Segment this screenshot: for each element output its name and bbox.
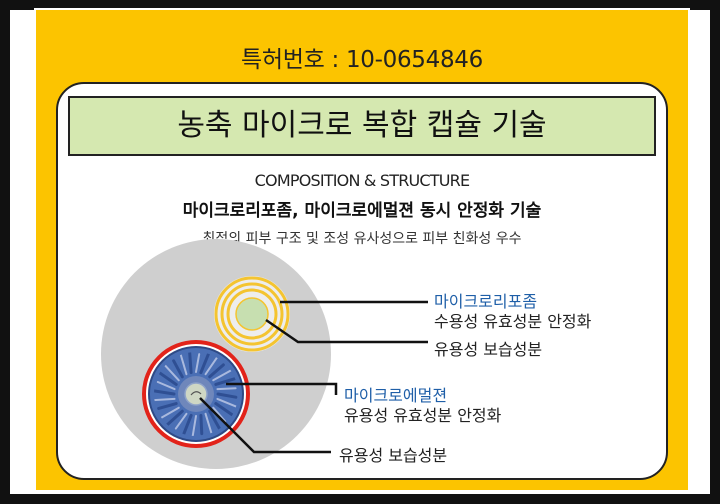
microliposome: [214, 276, 290, 352]
liposome-core: [235, 297, 269, 331]
emulsion-name: 마이크로에멀젼: [344, 386, 448, 405]
emulsion-core-callout-line: [199, 397, 331, 454]
emulsion-texture-stroke: [212, 406, 227, 423]
emulsion-texture-stroke: [172, 359, 184, 379]
emulsion-texture-stroke: [157, 370, 178, 386]
emulsion-texture-stroke: [204, 412, 214, 436]
emulsion-texture-stroke: [212, 368, 233, 382]
emulsion-texture-stroke: [204, 353, 221, 376]
liposome-name: 마이크로리포좀: [434, 292, 538, 311]
emulsion-texture-stroke: [199, 413, 204, 436]
emulsion-core-label: 유용성 보습성분: [339, 446, 448, 465]
emulsion-texture-stroke: [216, 387, 237, 391]
liposome-core-callout-line: [265, 318, 428, 344]
emulsion-texture-stroke: [156, 381, 176, 391]
emulsion-texture: [154, 352, 238, 436]
emulsion-texture-stroke: [187, 352, 193, 375]
emulsion-texture-stroke: [180, 413, 193, 436]
content-card: 농축 마이크로 복합 캡슐 기술 COMPOSITION & STRUCTURE…: [56, 82, 668, 480]
emulsion-texture-stroke: [199, 352, 211, 375]
banner-title: 농축 마이크로 복합 캡슐 기술: [177, 108, 547, 143]
emulsion-texture-stroke: [157, 402, 178, 410]
emulsion-texture-stroke: [154, 388, 176, 396]
emulsion-texture-stroke: [165, 409, 184, 427]
emulsion-texture-stroke: [195, 353, 201, 373]
yellow-panel: 특허번호 : 10-0654846 농축 마이크로 복합 캡슐 기술 COMPO…: [34, 8, 690, 492]
emulsion-texture-stroke: [156, 406, 180, 421]
emulsion-texture-stroke: [179, 352, 188, 376]
liposome-description: 수용성 유효성분 안정화: [434, 312, 592, 331]
callout-lines: [199, 300, 428, 454]
emulsion-callout-line: [226, 382, 338, 395]
emulsion-texture-stroke: [161, 361, 180, 382]
liposome-ring-outer: [214, 276, 290, 352]
emulsion-texture-stroke: [191, 415, 197, 436]
patent-number: 특허번호 : 10-0654846: [241, 47, 483, 73]
emulsion-description: 유용성 유효성분 안정화: [344, 406, 502, 425]
emulsion-texture-stroke: [216, 392, 238, 399]
emulsion-texture-stroke: [208, 363, 225, 379]
capsule-diagram: [101, 239, 428, 469]
emulsion-texture-stroke: [216, 397, 238, 408]
liposome-ring-inner: [226, 288, 278, 340]
emulsion-texture-stroke: [208, 409, 222, 432]
liposome-core-label: 유용성 보습성분: [434, 340, 543, 359]
composition-heading: COMPOSITION & STRUCTURE: [254, 171, 470, 190]
title-banner: 농축 마이크로 복합 캡슐 기술: [68, 96, 656, 156]
emulsion-texture-stroke: [174, 412, 188, 430]
technology-subtitle: 마이크로리포좀, 마이크로에멀젼 동시 안정화 기술: [182, 201, 542, 221]
technology-description: 최적의 피부 구조 및 조성 유사성으로 피부 친화성 우수: [202, 231, 522, 247]
emulsion-texture-stroke: [214, 402, 238, 419]
liposome-ring-middle: [220, 282, 284, 346]
emulsion-core-mark: [190, 391, 202, 396]
emulsion-texture-stroke: [154, 397, 176, 402]
emulsion-texture-stroke: [214, 375, 238, 386]
